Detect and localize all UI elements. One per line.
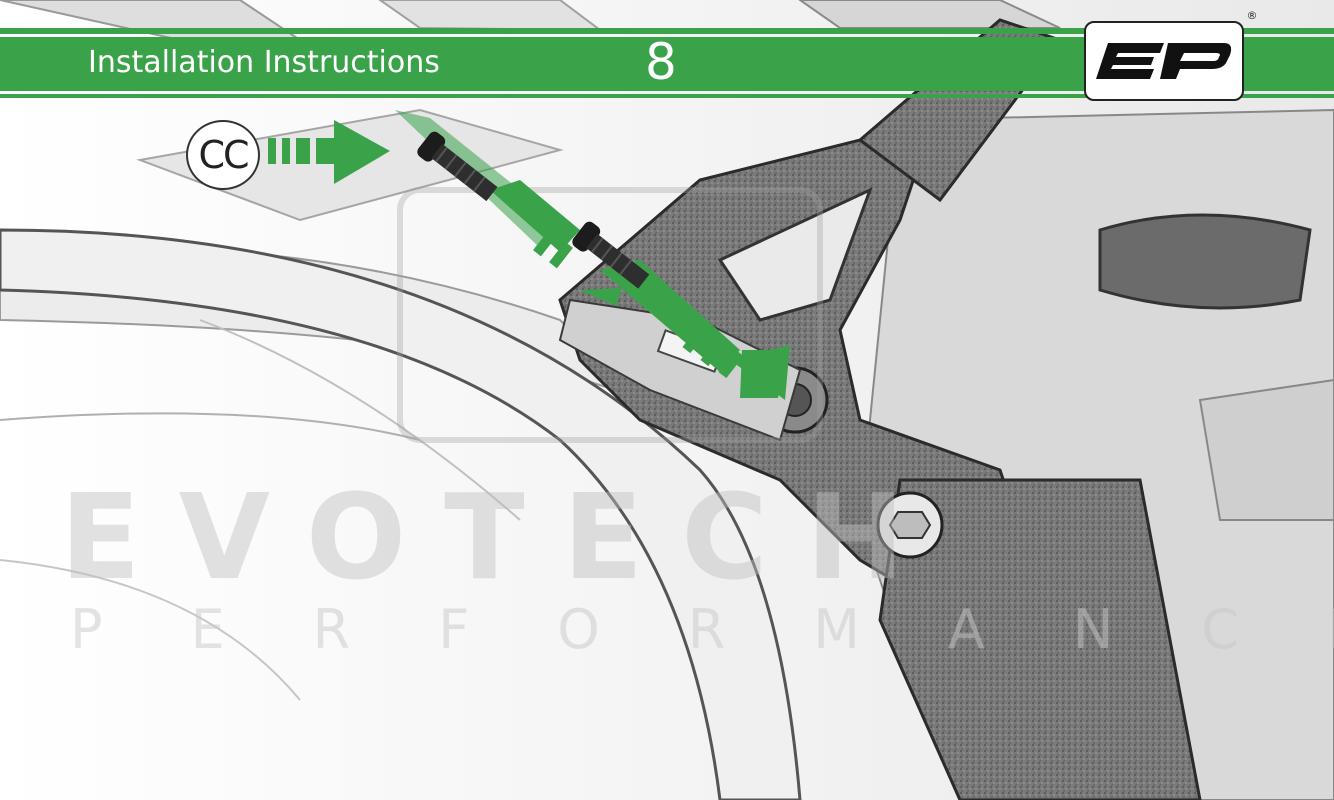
page-title: Installation Instructions [88,41,440,85]
brand-logo [1084,21,1244,101]
bolt-icon [570,219,653,293]
step-number: 8 [645,33,677,91]
registered-icon: ® [1244,8,1260,24]
ep-logo-mark [1094,33,1234,89]
arrow-right-icon [262,114,392,190]
part-label-badge: CC [186,120,260,190]
